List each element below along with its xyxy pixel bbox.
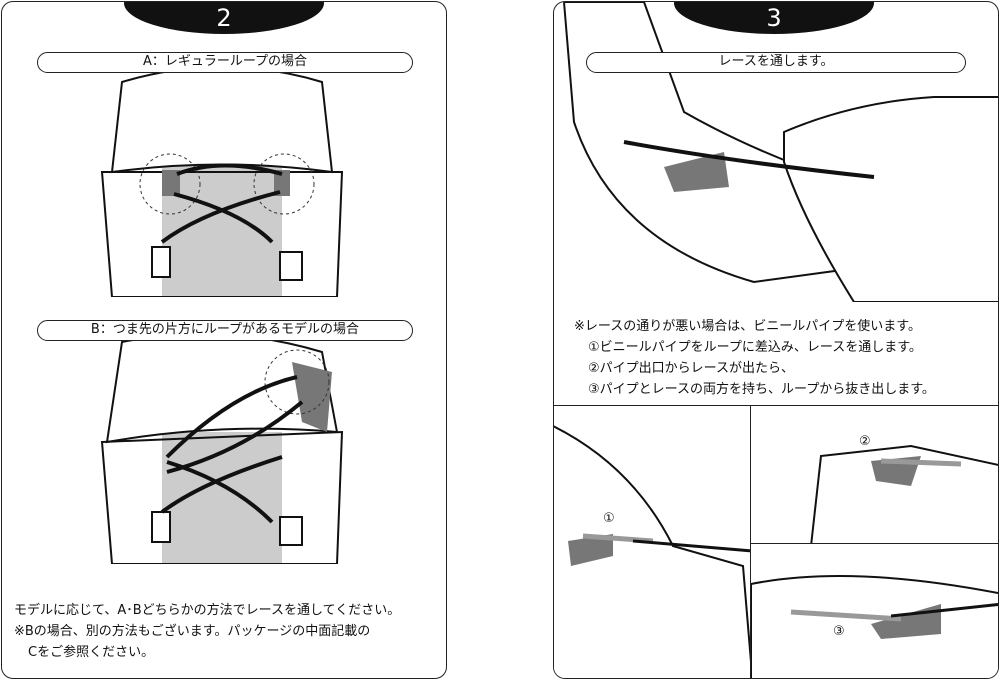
substep-3-illustration: ③ [750,543,998,678]
threading-lace-illustration [562,2,998,302]
substep-2-illustration: ② [750,405,998,545]
substep-1-illustration: ① [554,405,752,678]
step-3-panel: 3 レースを通します。 ※レースの通りが悪い場合は、ビニールパイプを使います。 … [553,1,999,679]
section-a-label: A：レギュラーループの場合 [37,52,413,73]
step-2-notes: モデルに応じて、A･Bどちらかの方法でレースを通してください。 ※Bの場合、別の… [14,600,400,663]
regular-loop-illustration [100,66,344,297]
note-line: ※レースの通りが悪い場合は、ビニールパイプを使います。 [574,319,921,334]
step-2-panel: 2 A：レギュラーループの場合 B：つま先の片方にループがあるモデルの場合 モデ… [1,1,447,679]
section-b-label: B：つま先の片方にループがあるモデルの場合 [37,320,413,341]
note-line: ②パイプ出口からレースが出たら、 [588,361,795,376]
note-line: ③パイプとレースの両方を持ち、ループから抜き出します。 [588,382,935,397]
substep-number: ③ [833,624,845,639]
substep-number: ① [603,511,615,526]
step-3-label: レースを通します。 [586,52,966,73]
note-line: ①ビニールパイプをループに差込み、レースを通します。 [588,340,922,355]
note-line: モデルに応じて、A･Bどちらかの方法でレースを通してください。 [14,603,401,618]
step-number-badge: 2 [124,2,324,34]
note-line: ※Bの場合、別の方法もございます。パッケージの中面記載の [14,624,371,639]
note-line: Cをご参照ください。 [28,645,155,660]
toe-loop-illustration [100,333,344,564]
step-3-notes: ※レースの通りが悪い場合は、ビニールパイプを使います。 ①ビニールパイプをループ… [574,316,935,400]
substep-number: ② [859,434,871,449]
